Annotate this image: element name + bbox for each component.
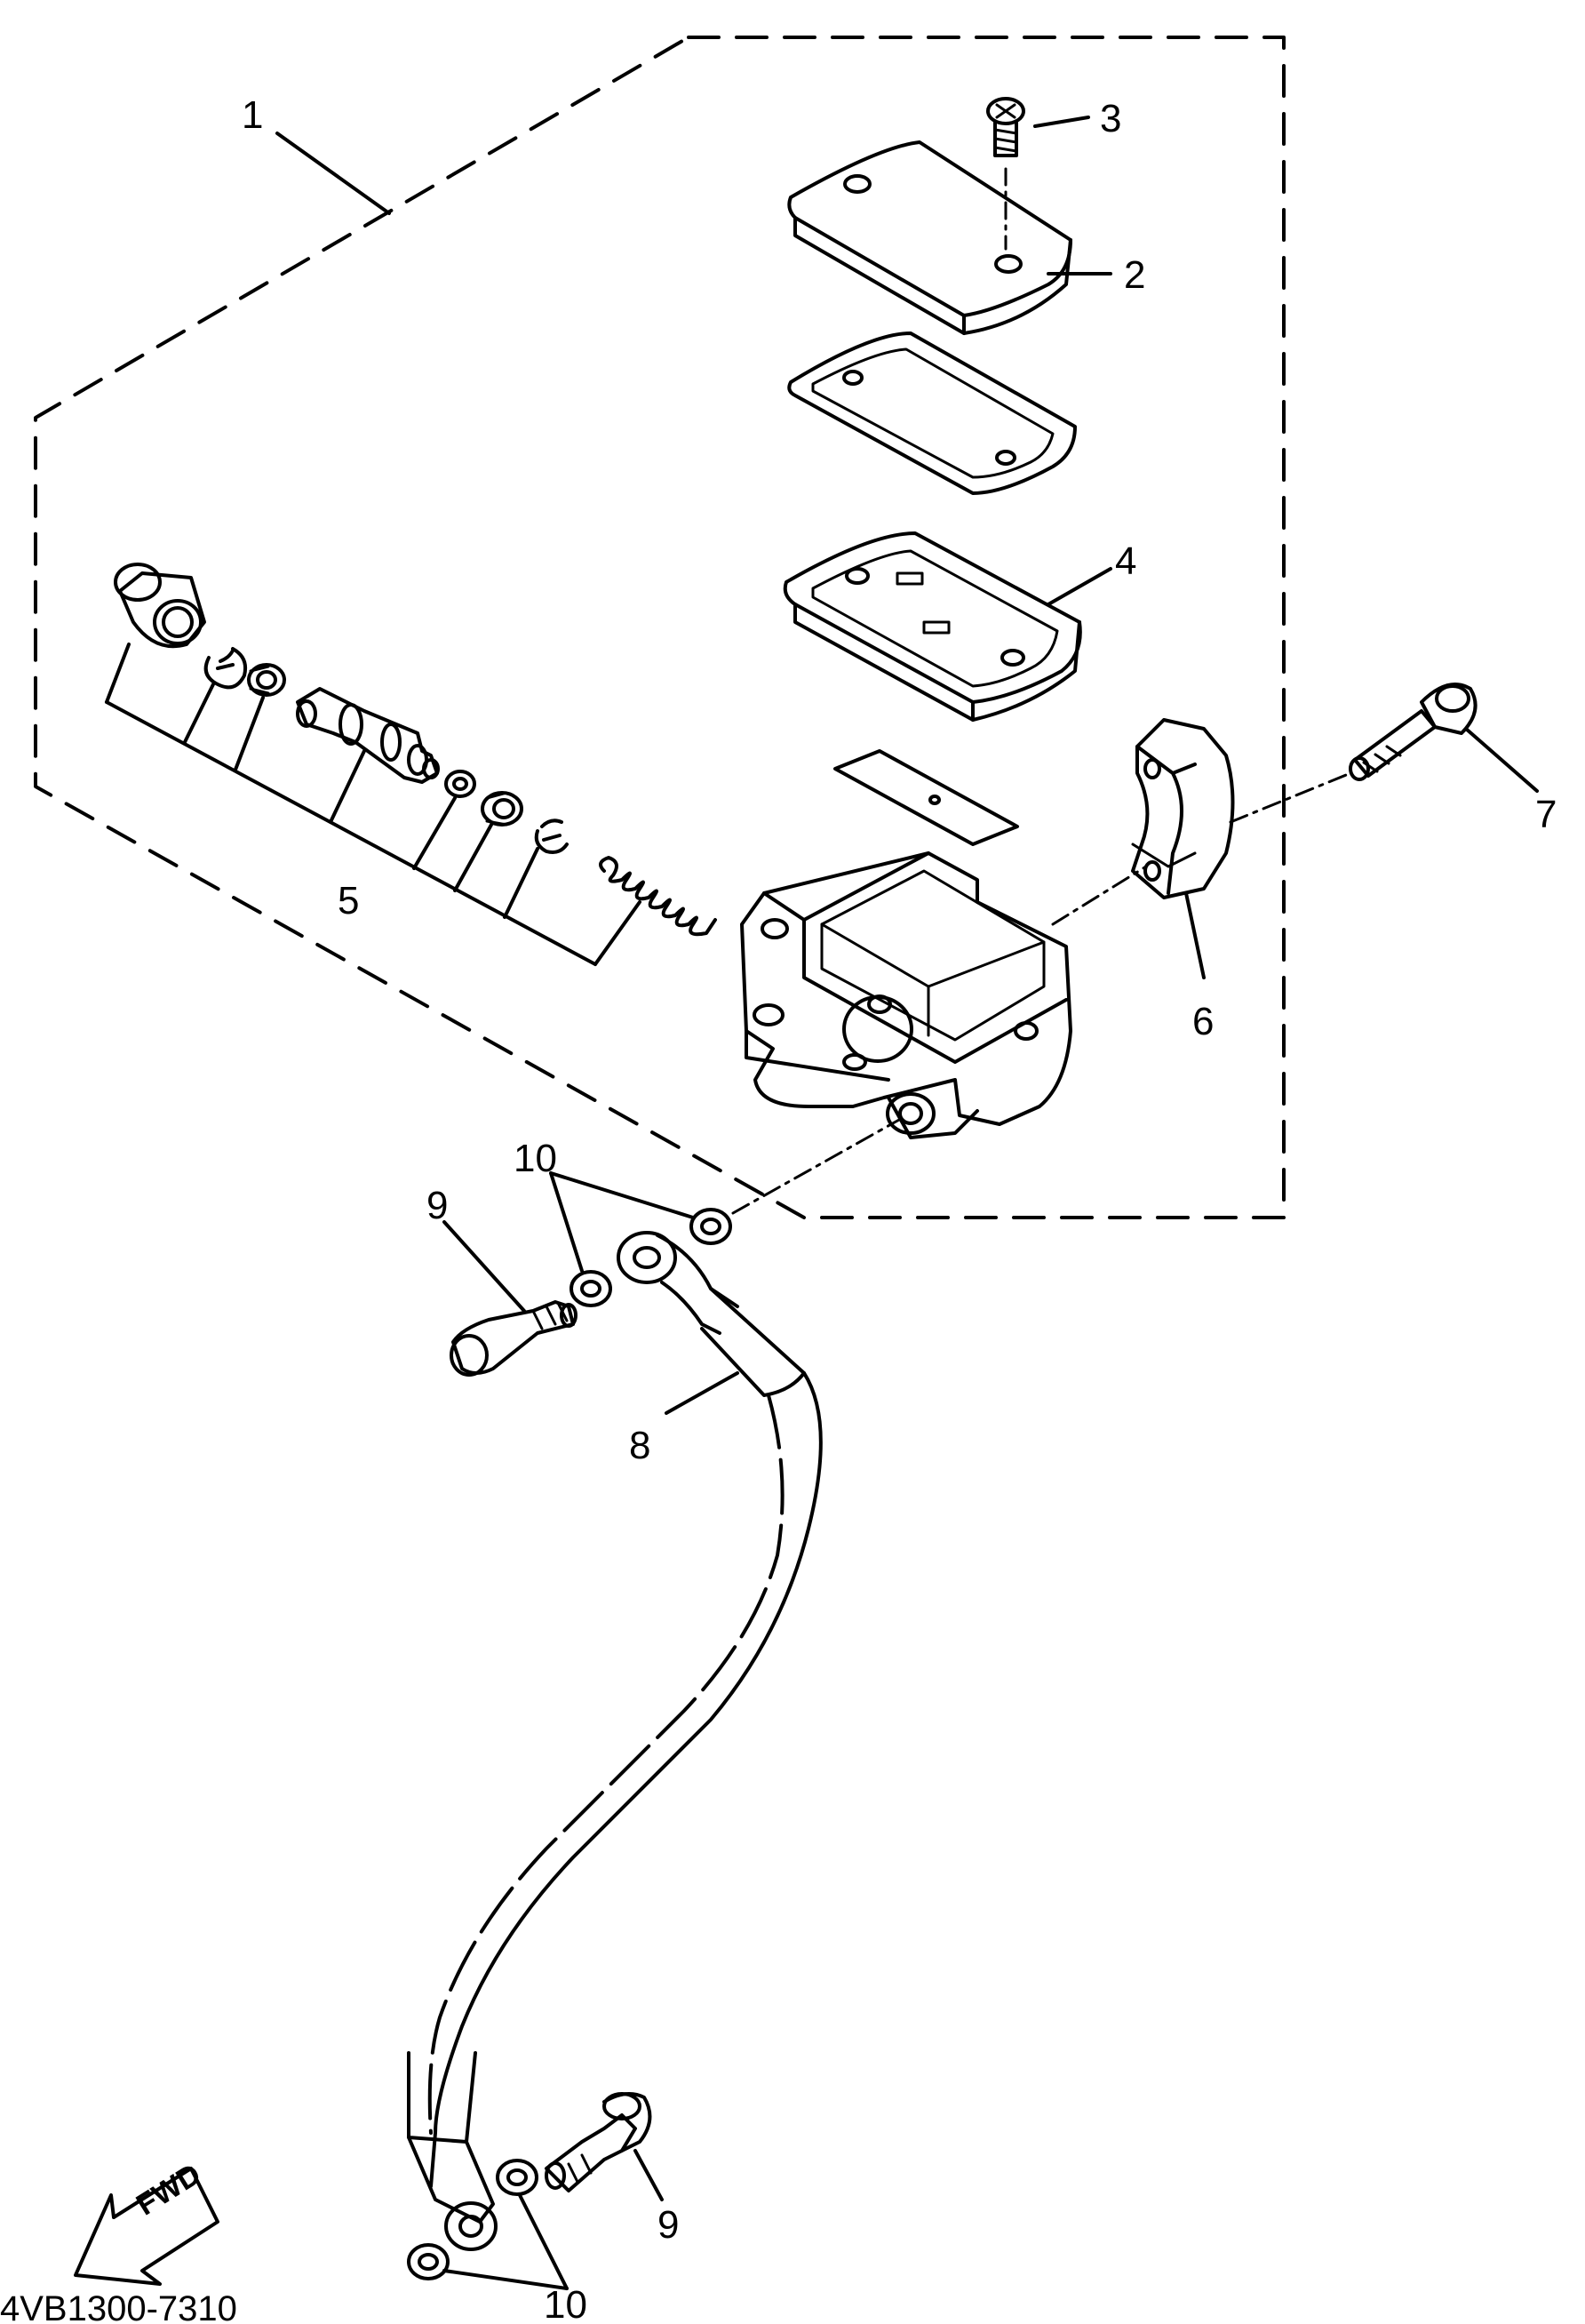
cap-screw: [986, 97, 1025, 251]
leader-10-lower-a: [518, 2193, 569, 2290]
holder-bracket: [1131, 718, 1235, 899]
kit-5-bracket: [105, 643, 641, 966]
callout-10-upper: 10: [514, 1137, 557, 1180]
lower-washer-b: [407, 2243, 450, 2280]
callout-8: 8: [629, 1424, 651, 1467]
callout-5: 5: [338, 879, 360, 922]
callout-2: 2: [1124, 253, 1146, 297]
callout-3: 3: [1100, 97, 1122, 140]
brake-hose: [407, 1231, 823, 2251]
leader-10-upper-b: [549, 1171, 584, 1273]
lower-union-bolt: [545, 2092, 652, 2192]
leader-1: [275, 132, 391, 215]
upper-union-bolt: [450, 1300, 577, 1377]
leader-6: [1184, 891, 1206, 979]
leader-3: [1033, 116, 1090, 128]
centerline-washer-body: [731, 1118, 901, 1215]
leader-7: [1464, 727, 1539, 793]
callout-6: 6: [1192, 1000, 1215, 1043]
piston-kit: [114, 563, 717, 937]
upper-copper-washer: [689, 1208, 732, 1245]
centerline-bolt-7: [1229, 771, 1352, 824]
callout-9-lower: 9: [657, 2203, 680, 2247]
reservoir-cap: [787, 140, 1072, 335]
lower-washer-a: [496, 2159, 538, 2196]
callout-4: 4: [1115, 539, 1137, 583]
callout-1: 1: [242, 93, 264, 137]
leader-4: [1047, 567, 1112, 606]
leader-10-lower-b: [442, 2269, 569, 2290]
middle-copper-washer: [569, 1270, 612, 1307]
centerline-bracket-body: [1051, 865, 1148, 926]
leader-9-lower: [633, 2149, 664, 2201]
callout-7: 7: [1535, 793, 1557, 836]
callout-10-lower: 10: [544, 2283, 587, 2324]
leader-8: [665, 1371, 739, 1415]
diaphragm-plate: [787, 331, 1077, 495]
master-cylinder-body: [740, 851, 1072, 1139]
leader-10-upper-a: [549, 1171, 695, 1219]
drawing-code: 4VB1300-7310: [0, 2289, 237, 2324]
diaphragm: [783, 531, 1082, 722]
assembly-1-boundary: [34, 36, 1286, 1219]
holder-bolt: [1349, 683, 1477, 781]
reservoir-float-plate: [833, 749, 1019, 846]
forward-arrow-icon: [74, 2167, 219, 2286]
callout-9-upper: 9: [426, 1184, 449, 1227]
leader-9-upper: [442, 1220, 526, 1313]
